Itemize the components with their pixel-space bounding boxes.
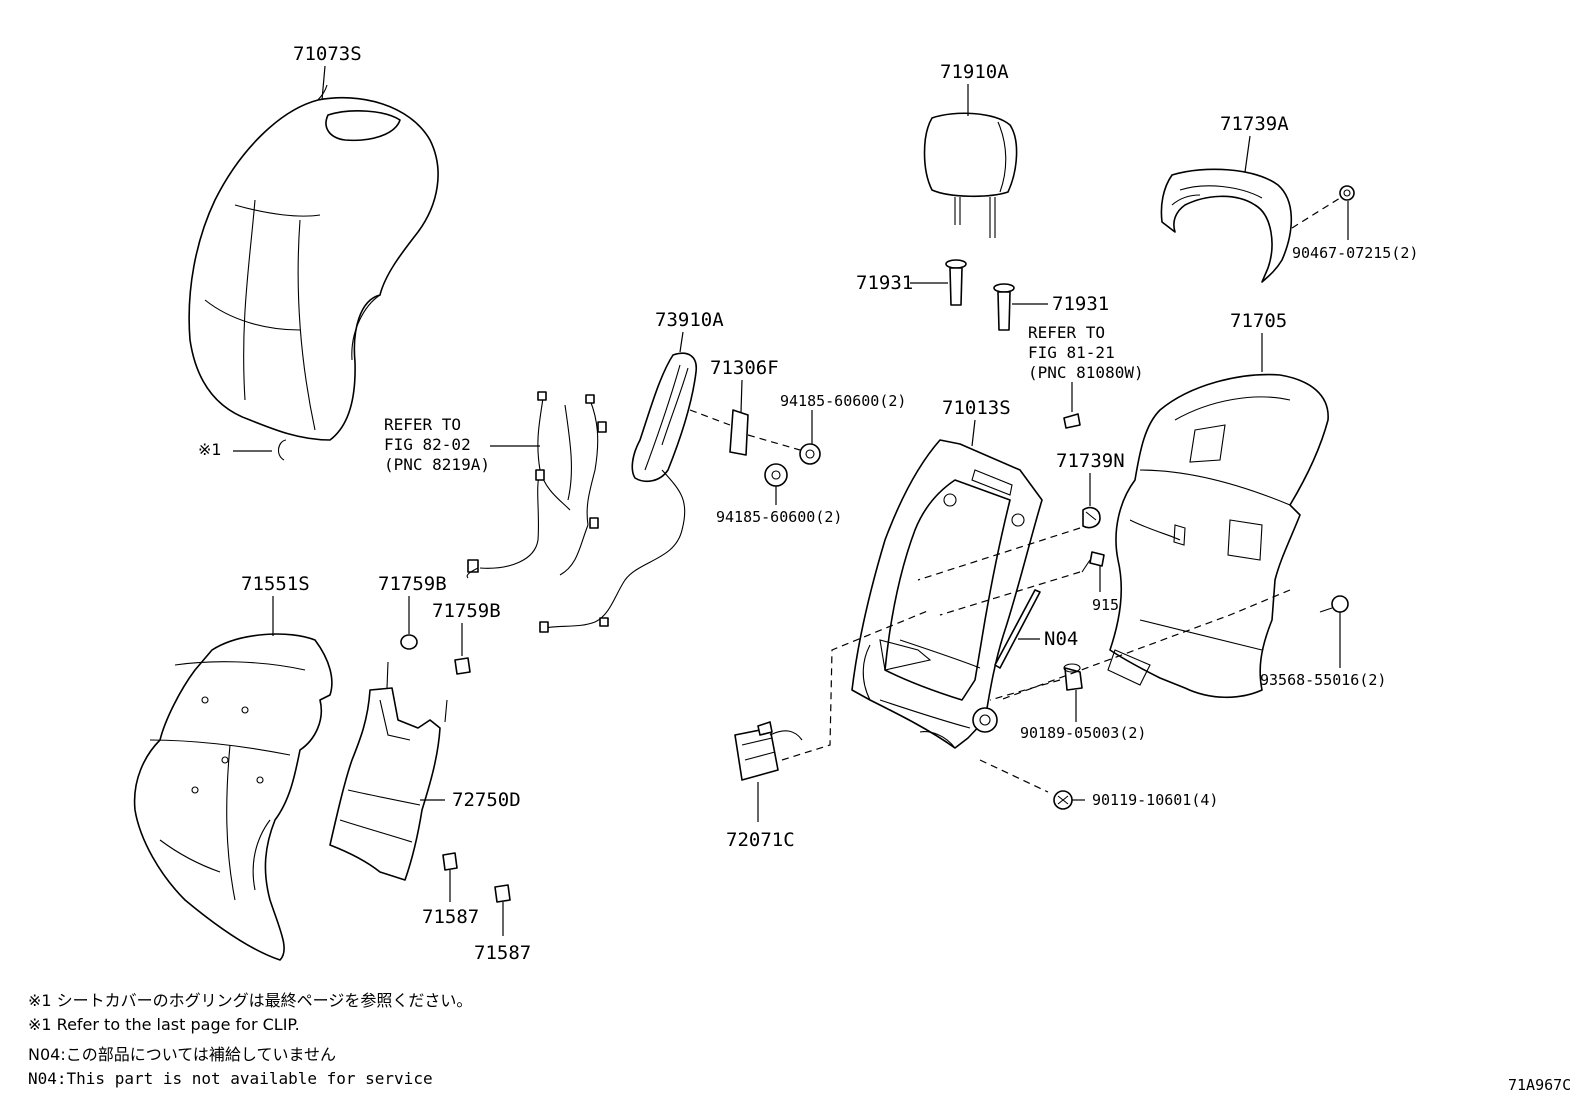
part-label-71587-left: 71587 [422,906,479,928]
headrest-guide-left-drawing [945,259,967,306]
illustration-code: 71A967C [1508,1076,1571,1094]
part-label-72750D: 72750D [452,789,521,811]
part-label-71759B-right: 71759B [432,600,501,622]
dash-board-frame [999,589,1291,701]
motor-72071C-drawing [734,721,803,781]
part-label-94185-upper: 94185-60600(2) [780,392,906,410]
part-label-71931-left: 71931 [856,272,913,294]
part-label-71013S: 71013S [942,397,1011,419]
guide-clip-drawing [1063,413,1081,429]
nut-94185-upper-drawing [799,443,821,465]
part-label-90119: 90119-10601(4) [1092,791,1218,809]
clip-mark-label: ※1 [198,440,222,459]
seat-back-frame-drawing [851,439,1043,749]
refer-guide-line2: FIG 81-21 [1028,343,1115,362]
part-label-71705: 71705 [1230,310,1287,332]
clip-71759B-left-drawing [400,634,418,650]
leader-71739A [1244,135,1251,173]
headrest-drawing [923,112,1018,238]
clip-icon [278,439,287,461]
dash-71739N-frame [917,527,1081,581]
part-label-73910A: 73910A [655,309,724,331]
dash-90189-frame [989,679,1061,701]
wire-harness-drawing [466,391,607,579]
part-label-71587-right: 71587 [474,942,531,964]
part-label-71551S: 71551S [241,573,310,595]
part-label-71739N: 71739N [1056,450,1125,472]
dash-motor-frame [781,609,931,761]
lumbar-support-drawing [329,661,448,881]
part-label-N04: N04 [1044,628,1078,650]
bolt-91551-drawing [1081,551,1105,573]
clip-71587-right-drawing [494,884,511,903]
clip-71759B-right-drawing [454,657,471,675]
bolt-90119-drawing [1053,790,1073,810]
dash-90467 [1291,197,1341,229]
seat-back-board-drawing [1107,373,1329,699]
bracket-71306F-drawing [729,409,749,456]
part-label-94185-lower: 94185-60600(2) [716,508,842,526]
refer-harness-line1: REFER TO [384,415,461,434]
side-airbag-drawing [539,352,698,633]
leader-71073S [321,65,326,101]
note-line-1: ※1 シートカバーのホグリングは最終ページを参照ください。 [28,991,472,1010]
nut-94185-lower-drawing [764,463,788,487]
refer-harness-line3: (PNC 8219A) [384,455,490,474]
dash-airbag-bracket [689,409,731,426]
upper-trim-drawing [1160,168,1293,283]
clip-71587-left-drawing [442,852,458,871]
refer-harness-line2: FIG 82-02 [384,435,471,454]
part-label-72071C: 72071C [726,829,795,851]
note-line-3: N04:この部品については補給していません [28,1045,336,1064]
part-label-71759B-left: 71759B [378,573,447,595]
dash-90119-frame [979,759,1049,793]
clip-90467-drawing [1339,185,1355,201]
leader-71306F [740,379,743,413]
note-line-4: N04:This part is not available for servi… [28,1069,433,1088]
part-label-71306F: 71306F [710,357,779,379]
note-line-2: ※1 Refer to the last page for CLIP. [28,1015,300,1034]
part-label-71931-right: 71931 [1052,293,1109,315]
dash-bracket-nut [747,434,801,451]
part-label-90467: 90467-07215(2) [1292,244,1418,262]
refer-guide-line3: (PNC 81080W) [1028,363,1144,382]
clip-71739N-drawing [1082,506,1101,529]
part-label-71739A: 71739A [1220,113,1289,135]
seat-back-pad-drawing [133,633,333,961]
nut-90189-drawing [1063,663,1083,691]
leader-73910A [679,331,684,353]
seat-back-cover-drawing [188,84,439,441]
dash-91551-frame [939,571,1081,616]
part-label-90189: 90189-05003(2) [1020,724,1146,742]
part-label-71910A: 71910A [940,61,1009,83]
part-label-71073S: 71073S [293,43,362,65]
rod-N04-drawing [994,589,1041,669]
leader-71013S [971,419,976,447]
headrest-guide-right-drawing [993,283,1015,331]
part-label-93568: 93568-55016(2) [1260,671,1386,689]
screw-93568-drawing [1319,595,1349,613]
refer-guide-line1: REFER TO [1028,323,1105,342]
